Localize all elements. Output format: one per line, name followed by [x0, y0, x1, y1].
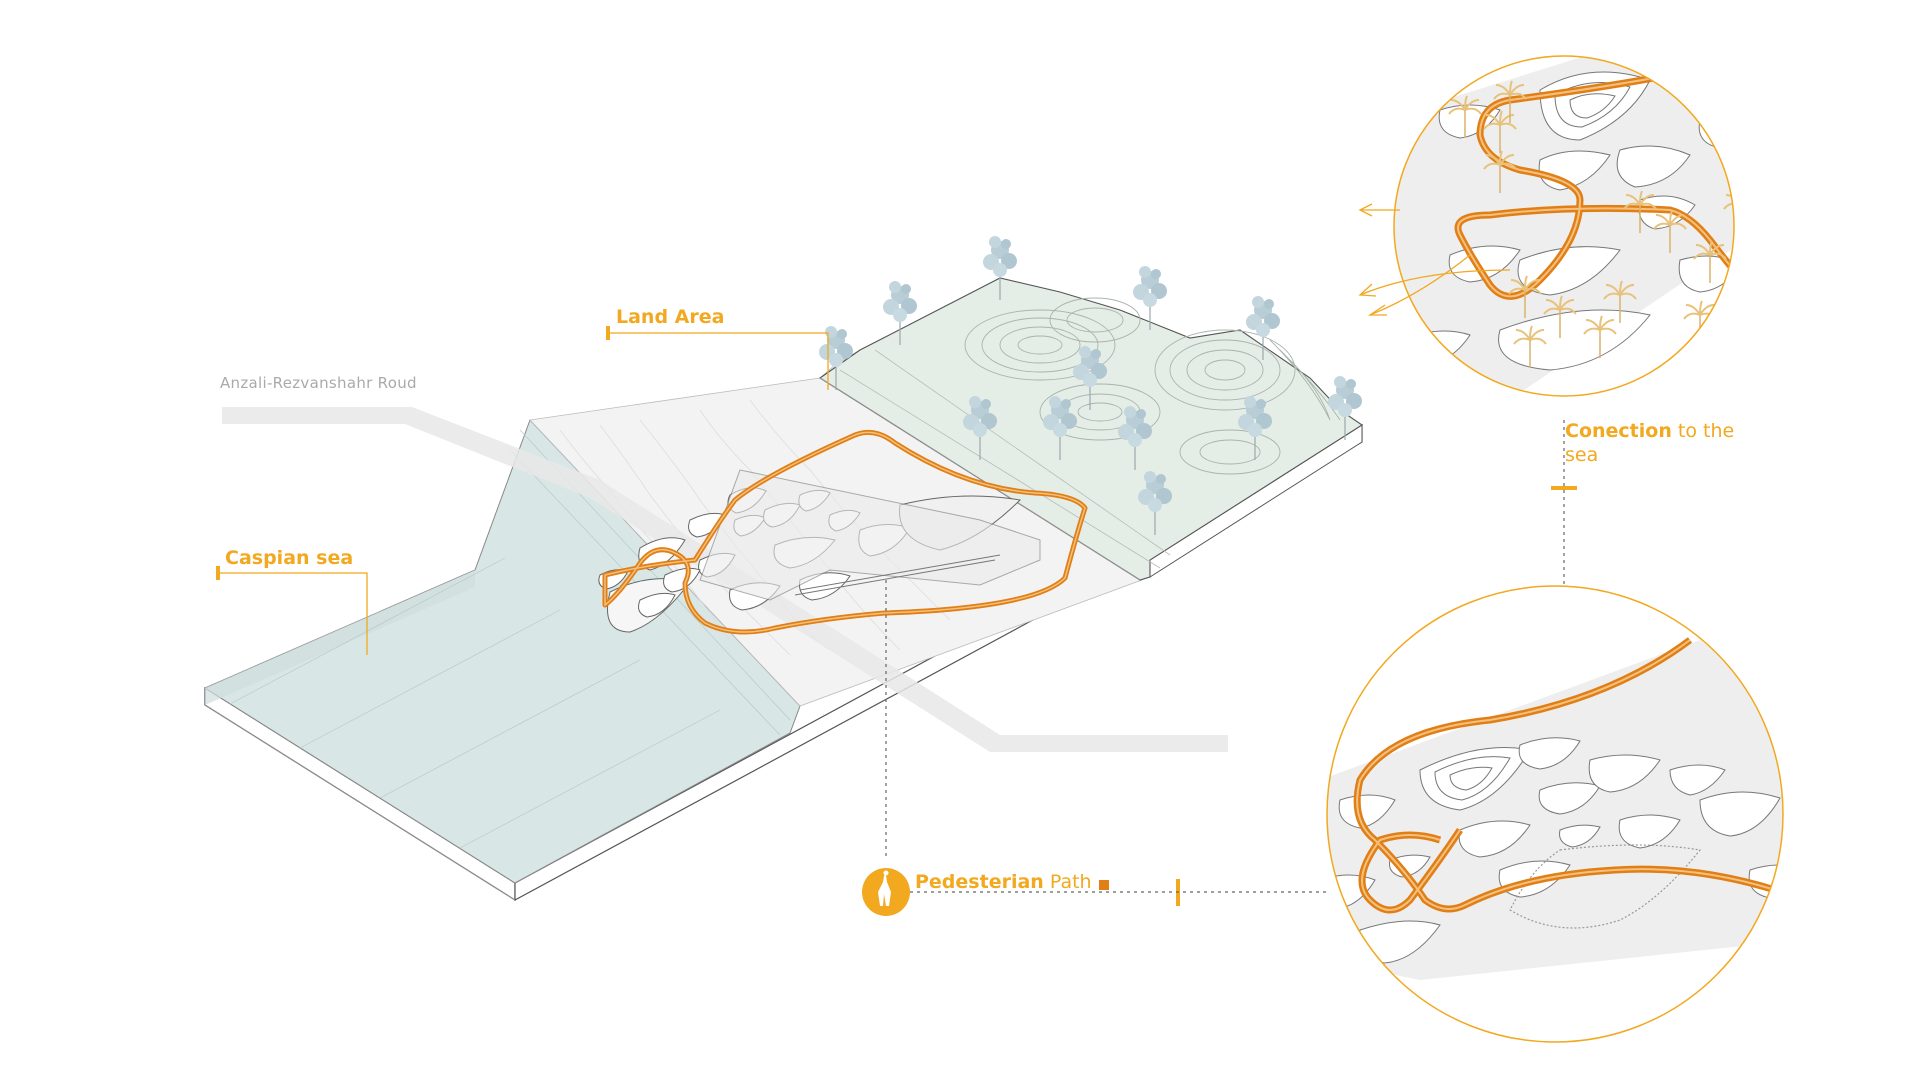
pedestrian-icon: [862, 868, 910, 916]
road-label: Anzali-Rezvanshahr Roud: [220, 374, 417, 392]
platform-area: [699, 469, 1041, 601]
sea-side: [205, 570, 475, 705]
land-area-label: Land Area: [616, 306, 725, 328]
site-block: [203, 235, 1363, 902]
pedestrian-label-rest: Path: [1043, 871, 1092, 893]
detail-circle-bottom: [1326, 585, 1784, 1043]
connection-label-line2: sea: [1565, 444, 1599, 466]
pedestrian-label-bold: Pedesterian: [915, 871, 1044, 893]
caspian-sea-label: Caspian sea: [225, 547, 354, 569]
arrow-icon: [1358, 203, 1511, 316]
detail-circle-top: [1393, 55, 1735, 397]
path-legend-swatch: [1099, 880, 1109, 890]
connection-label: Conection to the: [1565, 420, 1734, 443]
connection-label-bold: Conection: [1565, 420, 1672, 442]
connection-label-rest: to the: [1671, 420, 1735, 442]
pedestrian-path-label: Pedesterian Path: [915, 871, 1092, 894]
leader-lines: [216, 326, 1577, 906]
land-surface: [819, 277, 1363, 581]
dotted-leaders: [885, 420, 1565, 893]
